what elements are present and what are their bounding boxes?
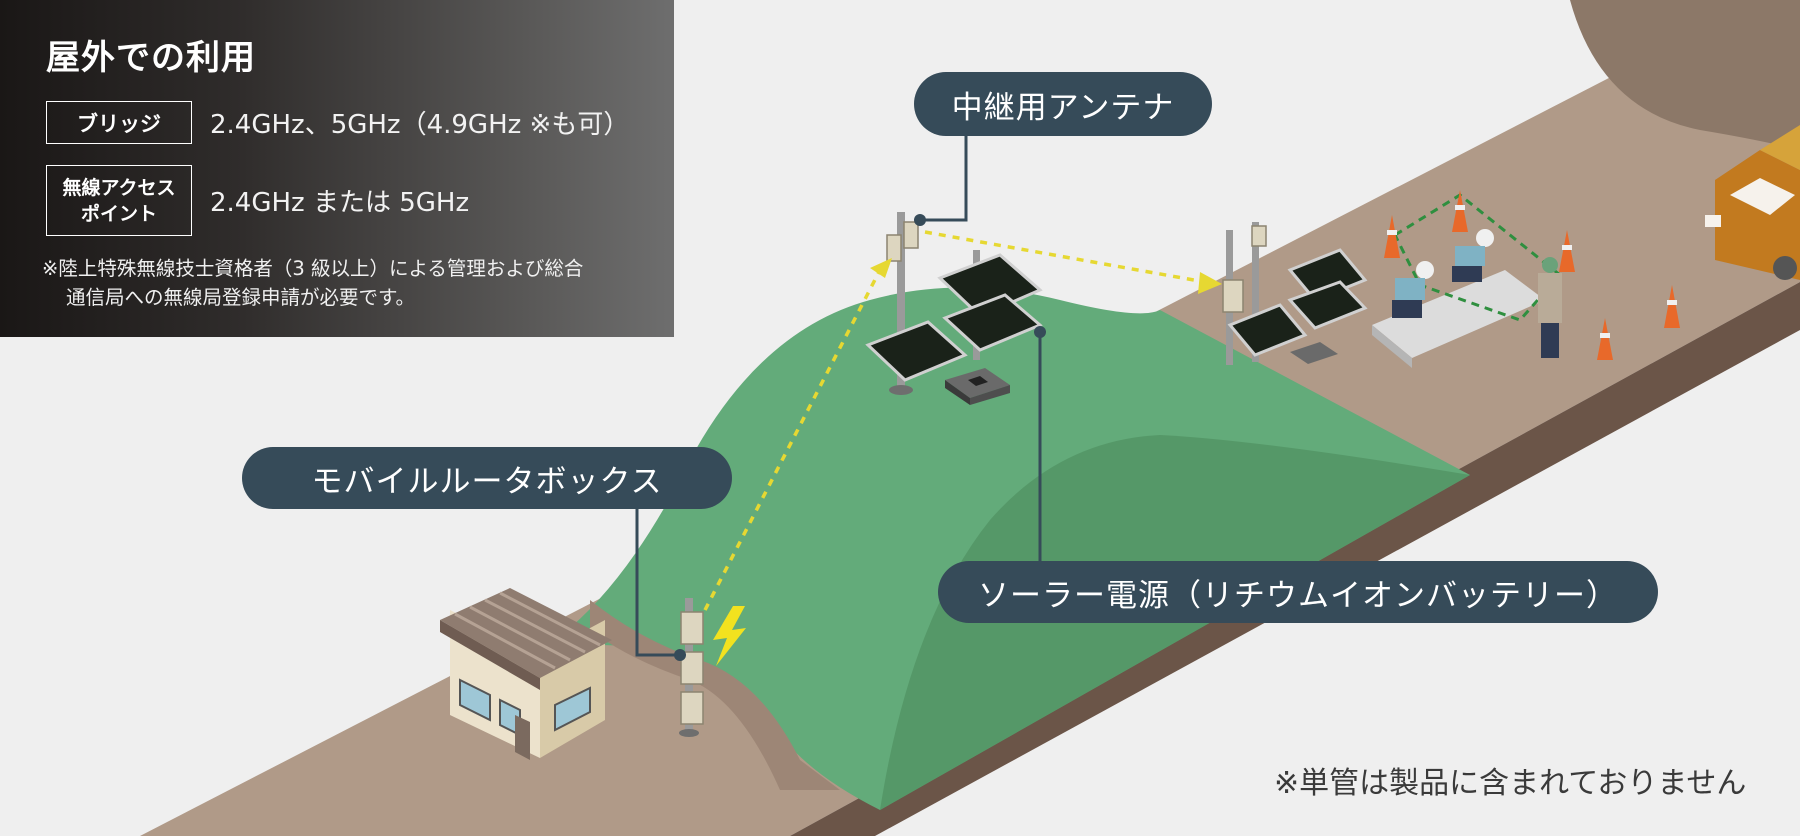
info-panel: 屋外での利用 ブリッジ 2.4GHz、5GHz（4.9GHz ※も可） 無線アク… [0,0,674,337]
pipe-footnote: ※単管は製品に含まれておりません [1274,766,1747,801]
bridge-row: ブリッジ 2.4GHz、5GHz（4.9GHz ※も可） [46,101,629,144]
leader-dot [674,649,686,661]
license-note-line2: 通信局への無線局登録申請が必要です。 [66,286,416,309]
relay-antenna-pole-icon [886,212,919,395]
router-pole-icon [679,598,704,737]
leader-dot [1034,326,1046,338]
access-point-row: 無線アクセス ポイント 2.4GHz または 5GHz [46,165,469,236]
solar-panels-icon [865,250,1043,405]
building-icon [440,588,612,760]
access-point-tag-line1: 無線アクセス [62,176,176,199]
arrowhead-icon [1198,272,1222,294]
access-point-frequency: 2.4GHz または 5GHz [210,188,470,218]
leader-dot [914,214,926,226]
lightning-icon [713,606,746,666]
site-antenna-icon [1222,222,1368,365]
bridge-frequency: 2.4GHz、5GHz（4.9GHz ※も可） [210,110,630,140]
license-note-line1: ※陸上特殊無線技士資格者（3 級以上）による管理および総合 [42,257,584,280]
license-note: ※陸上特殊無線技士資格者（3 級以上）による管理および総合 通信局への無線局登録… [42,254,662,312]
signal-arrows [703,230,1206,611]
solar-power-callout: ソーラー電源（リチウムイオンバッテリー） [938,561,1658,623]
relay-antenna-callout: 中継用アンテナ [914,72,1212,136]
access-point-tag-line2: ポイント [80,202,157,225]
mobile-router-box-callout: モバイルルータボックス [242,447,732,509]
bridge-tag: ブリッジ [46,101,192,144]
arrowhead-icon [870,258,892,278]
access-point-tag: 無線アクセス ポイント [46,165,192,236]
info-title: 屋外での利用 [46,38,256,78]
leader-lines [635,136,1042,657]
truck-icon [1705,125,1800,280]
work-area-icon [1372,190,1680,368]
